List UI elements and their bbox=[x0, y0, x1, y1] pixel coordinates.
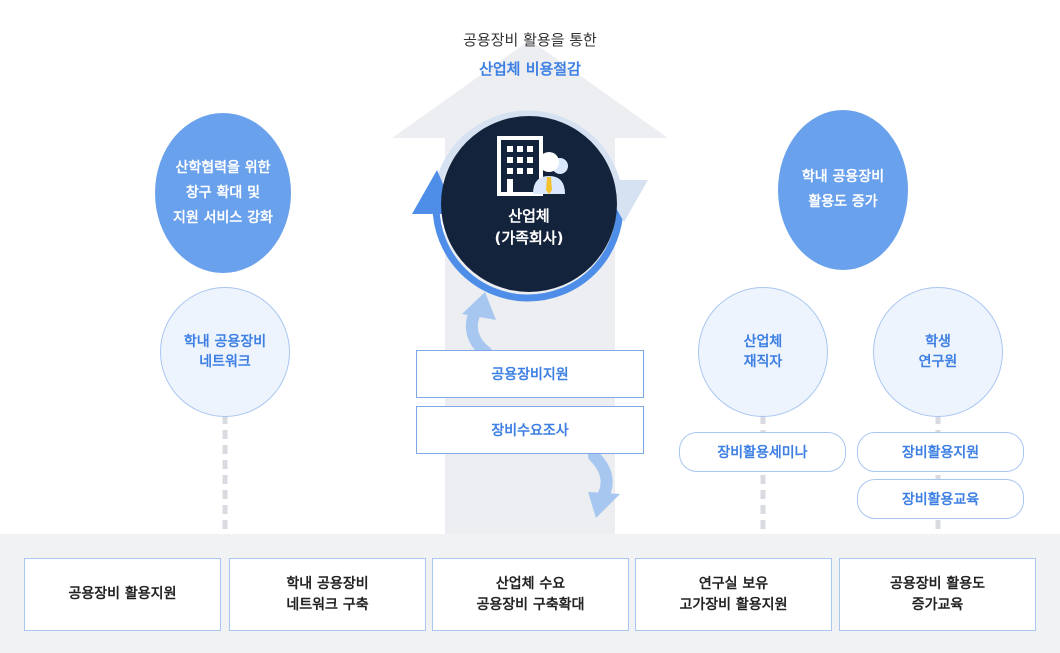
pill-equipment-support: 장비활용지원 bbox=[857, 432, 1024, 472]
cycle-ring-light bbox=[432, 205, 624, 302]
building-person-icon bbox=[497, 136, 568, 196]
bottom-box-1: 공용장비 활용지원 bbox=[24, 558, 221, 631]
center-circle: 산업체 (가족회사) bbox=[441, 116, 617, 292]
left-big-circle: 산학협력을 위한 창구 확대 및 지원 서비스 강화 bbox=[155, 113, 291, 273]
bottom-box-5: 공용장비 활용도 증가교육 bbox=[839, 558, 1036, 631]
right-big-circle: 학내 공용장비 활용도 증가 bbox=[778, 110, 908, 270]
pill-seminar: 장비활용세미나 bbox=[679, 432, 846, 472]
cycle-ring-dark bbox=[432, 110, 624, 207]
header-title: 산업체 비용절감 bbox=[479, 59, 581, 78]
middle-box-survey: 장비수요조사 bbox=[416, 406, 644, 454]
right-small-circle-workers: 산업체 재직자 bbox=[698, 287, 828, 417]
bottom-box-3: 산업체 수요 공용장비 구축확대 bbox=[432, 558, 629, 631]
middle-box-support: 공용장비지원 bbox=[416, 350, 644, 398]
center-label: 산업체 (가족회사) bbox=[494, 207, 564, 247]
bottom-box-4: 연구실 보유 고가장비 활용지원 bbox=[635, 558, 832, 631]
right-small-circle-students: 학생 연구원 bbox=[873, 287, 1003, 417]
bottom-box-2: 학내 공용장비 네트워크 구축 bbox=[229, 558, 426, 631]
pill-equipment-education: 장비활용교육 bbox=[857, 479, 1024, 519]
left-small-circle: 학내 공용장비 네트워크 bbox=[160, 287, 290, 417]
header-subtitle: 공용장비 활용을 통한 bbox=[463, 30, 597, 49]
